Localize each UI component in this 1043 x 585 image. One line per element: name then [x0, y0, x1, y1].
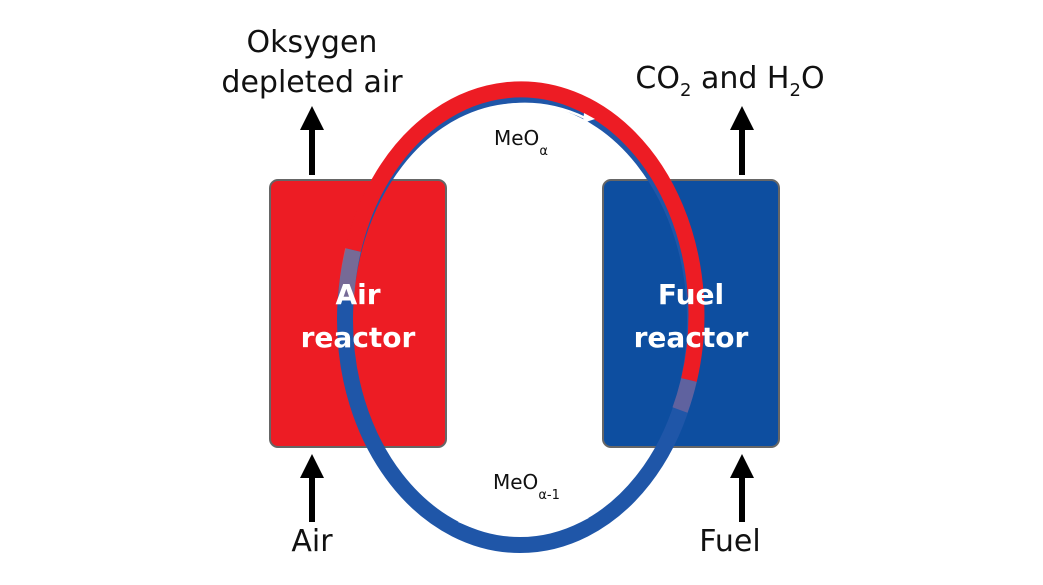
flow-arrowhead-bottom: [458, 517, 470, 527]
label-meo-alpha: MeOα: [494, 126, 548, 159]
oxidized-carrier-loop: [345, 81, 705, 382]
label-co2-h2o: CO2 and H2O: [635, 61, 824, 101]
air-reactor: [269, 179, 447, 448]
fade-left: [338, 248, 361, 301]
fuel-reactor-label-2: reactor: [634, 321, 749, 354]
label-meo-alpha-minus-1: MeOα-1: [493, 470, 560, 503]
flow-arrow-top: [454, 102, 586, 125]
label-air-in: Air: [291, 524, 333, 559]
flow-arrowhead-top: [583, 113, 595, 123]
flow-arrow-bottom: [467, 515, 589, 535]
fade-right: [672, 378, 697, 413]
fuel-reactor-label-1: Fuel: [658, 278, 724, 311]
air-reactor-label-2: reactor: [301, 321, 416, 354]
label-oksygen: Oksygen: [247, 25, 378, 60]
label-depleted-air: depleted air: [221, 65, 403, 100]
air-reactor-label-1: Air: [335, 278, 380, 311]
label-fuel-in: Fuel: [699, 524, 760, 559]
